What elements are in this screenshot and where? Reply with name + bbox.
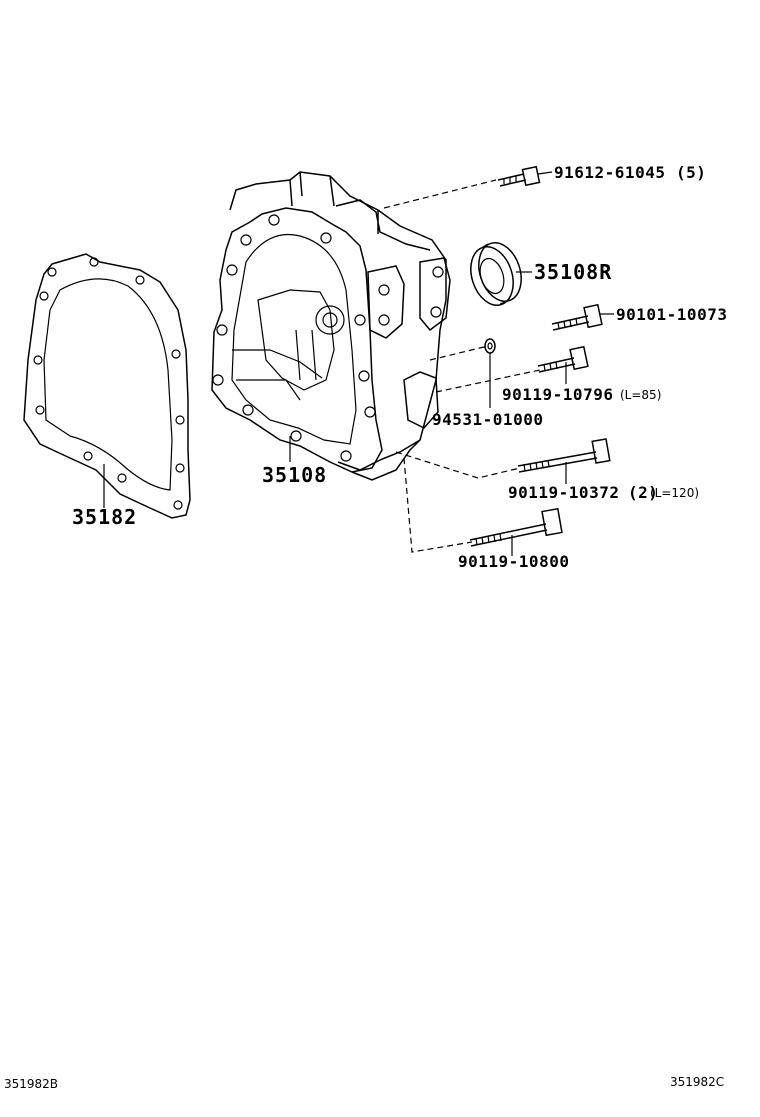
label-35182: 35182 [72, 505, 137, 529]
washer-94531-01000 [484, 338, 496, 408]
bolt-90101-10073 [551, 303, 614, 331]
bolt-90119-10800 [469, 507, 563, 556]
label-35108R: 35108R [534, 260, 612, 284]
gasket-35182 [23, 253, 191, 519]
screw-91612-61045 [497, 165, 553, 187]
alignment-lines [383, 179, 541, 553]
label-91612-61045: 91612-61045 [554, 163, 665, 182]
label-90119-10372-qty: (2) [628, 483, 658, 502]
footer-left-code: 351982B [4, 1077, 58, 1091]
label-90101-10073: 90101-10073 [616, 305, 727, 324]
label-90119-10372-note: (L=120) [650, 486, 699, 500]
label-90119-10796-note: (L=85) [620, 388, 661, 402]
footer-right-code: 351982C [670, 1075, 724, 1089]
bolt-90119-10796 [537, 345, 589, 384]
leader-lines [103, 271, 532, 508]
oil-seal-35108R [470, 242, 522, 306]
label-90119-10800: 90119-10800 [458, 552, 569, 571]
transfer-housing-35108 [211, 171, 451, 481]
label-90119-10372: 90119-10372 [508, 483, 619, 502]
label-90119-10796: 90119-10796 [502, 385, 613, 404]
bolt-90119-10372 [517, 438, 611, 484]
label-94531-01000: 94531-01000 [432, 410, 543, 429]
label-91612-61045-qty: (5) [676, 163, 706, 182]
label-35108: 35108 [262, 463, 327, 487]
